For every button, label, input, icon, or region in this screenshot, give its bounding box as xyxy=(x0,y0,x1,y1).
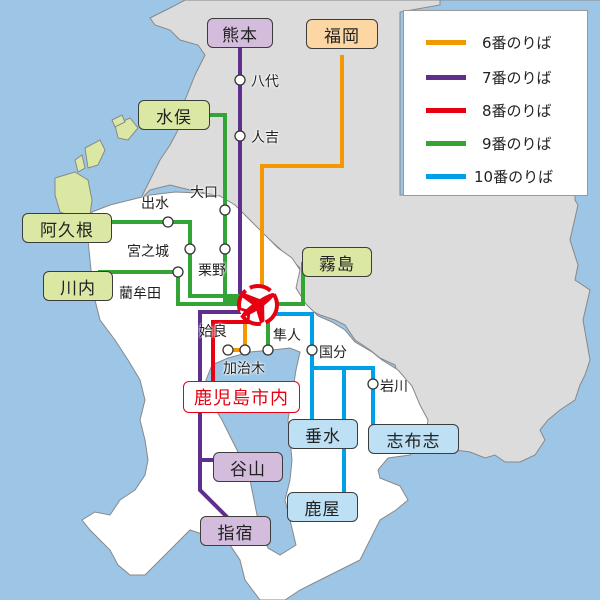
line-6-fukuoka xyxy=(260,55,344,300)
stop-hitoyoshi xyxy=(234,130,246,142)
destination-ibusuki: 指宿 xyxy=(200,516,271,546)
stop-label-izumi: 出水 xyxy=(141,196,169,212)
stop-label-miyanojo: 宮之城 xyxy=(127,244,169,260)
stop-yatsushiro xyxy=(234,74,246,86)
line-10-main xyxy=(270,312,314,432)
destination-minamata: 水俣 xyxy=(138,100,210,130)
line-9-sendai xyxy=(98,270,240,306)
destination-fukuoka: 福岡 xyxy=(306,19,378,49)
stop-kajiki xyxy=(239,344,251,356)
island xyxy=(84,139,106,169)
stop-kurino xyxy=(219,243,231,255)
stop-okuchi xyxy=(219,204,231,216)
stop-label-hitoyoshi: 人吉 xyxy=(251,130,279,146)
legend-swatch-7 xyxy=(426,74,466,80)
island xyxy=(54,171,93,219)
legend-swatch-8 xyxy=(426,107,466,113)
stop-label-iriki: 藺牟田 xyxy=(119,286,161,302)
destination-taniyama: 谷山 xyxy=(213,452,283,482)
line-9-akune xyxy=(98,220,240,298)
stop-label-okuchi: 大口 xyxy=(190,185,218,201)
stop-markers xyxy=(162,74,379,390)
island xyxy=(111,114,126,128)
legend-item-7: 7番のりば xyxy=(404,67,587,87)
destination-sendai: 川内 xyxy=(43,271,113,301)
stop-label-kajiki: 加治木 xyxy=(223,361,265,377)
destination-shibushi: 志布志 xyxy=(368,424,459,454)
stop-izumi xyxy=(162,216,174,228)
stop-miyanojo xyxy=(184,243,196,255)
line-9-kirishima xyxy=(268,262,305,306)
legend-swatch-9 xyxy=(426,140,466,146)
airplane-icon xyxy=(237,284,279,326)
stop-iwakawa xyxy=(367,378,379,390)
legend-label-6: 6番のりば xyxy=(482,33,552,52)
destination-kanoya: 鹿屋 xyxy=(287,492,358,522)
stop-label-yatsushiro: 八代 xyxy=(251,74,279,90)
line-10-branch xyxy=(312,366,375,426)
legend-item-9: 9番のりば xyxy=(404,133,587,153)
stop-iriki xyxy=(172,266,184,278)
destination-kagoshima-city: 鹿児島市内 xyxy=(183,381,300,413)
line-8-city xyxy=(211,320,250,382)
stop-kokubu xyxy=(306,344,318,356)
legend-item-6: 6番のりば xyxy=(404,32,587,52)
stop-label-kokubu: 国分 xyxy=(319,345,347,361)
stop-aira xyxy=(222,344,234,356)
legend-label-8: 8番のりば xyxy=(482,101,552,120)
legend-swatch-10 xyxy=(426,173,466,179)
legend-item-8: 8番のりば xyxy=(404,100,587,120)
destination-tarumizu: 垂水 xyxy=(288,419,358,449)
legend-item-10: 10番のりば xyxy=(404,166,587,186)
legend-label-10: 10番のりば xyxy=(474,167,554,186)
stop-label-iwakawa: 岩川 xyxy=(380,379,408,395)
legend-swatch-6 xyxy=(426,39,466,45)
stop-label-hayato: 隼人 xyxy=(273,328,301,344)
stop-label-aira: 姶良 xyxy=(199,324,227,340)
destination-kirishima: 霧島 xyxy=(302,247,372,277)
stop-label-kurino: 栗野 xyxy=(198,263,226,279)
island xyxy=(74,154,86,173)
stop-hayato xyxy=(262,344,274,356)
destination-kumamoto: 熊本 xyxy=(207,18,273,48)
legend-label-7: 7番のりば xyxy=(482,68,552,87)
legend: 6番のりば 7番のりば 8番のりば 9番のりば 10番のりば xyxy=(403,10,588,196)
destination-akune: 阿久根 xyxy=(22,213,112,243)
legend-label-9: 9番のりば xyxy=(482,134,552,153)
